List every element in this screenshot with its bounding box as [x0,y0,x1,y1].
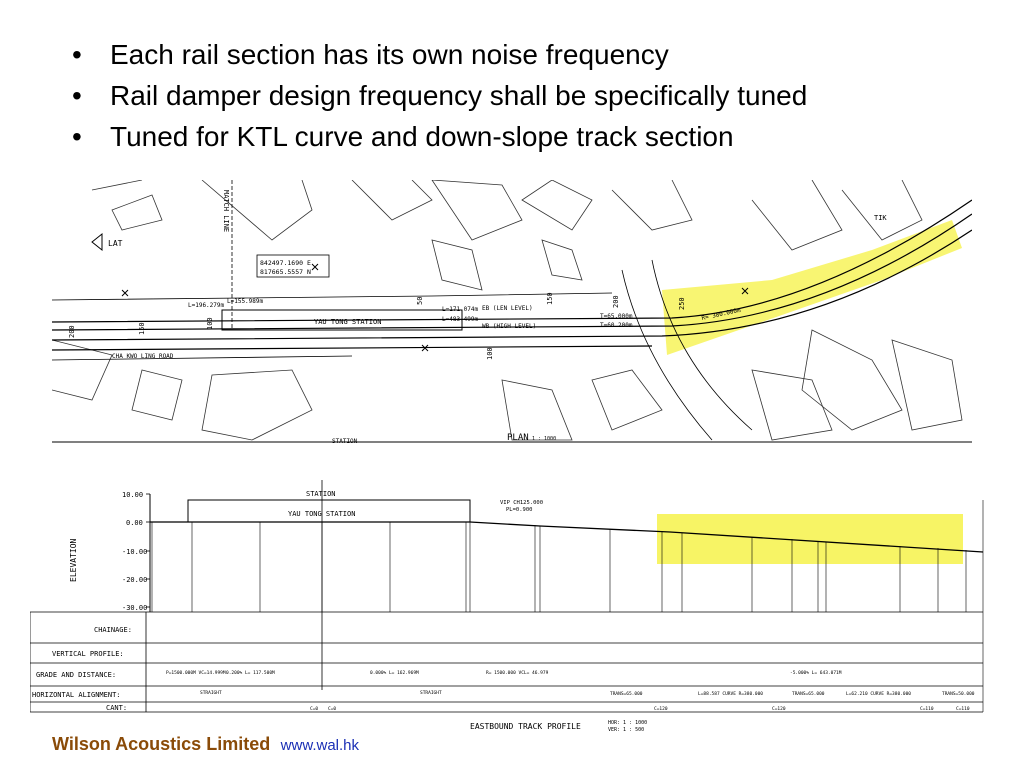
halign-entry: STRAIGHT [200,690,222,696]
halign-entry: STRAIGHT [420,690,442,696]
station-label: STATION [306,490,336,498]
coord-n: 817665.5557 N [260,268,311,276]
chainage-ticks: 200 150 100 50 100 150 200 250 [68,292,686,360]
lat-label: LAT [108,239,123,248]
row-label-horizontal: HORIZONTAL ALIGNMENT: [32,691,121,699]
plan-scale: 1 : 1000 [532,436,556,442]
cant-entry: C=120 [772,706,786,712]
footer: Wilson Acoustics Limited www.wal.hk [52,734,359,755]
tik-label: TIK [874,214,887,222]
l-value-3: L=196.279m [188,302,225,309]
profile-drawing: 10.00 0.00 -10.00 -20.00 -30.00 ELEVATIO… [30,480,984,736]
l-value: L=171.074m [442,306,479,313]
bullet-item: Each rail section has its own noise freq… [72,34,807,75]
company-url[interactable]: www.wal.hk [280,737,360,754]
cant-entry: C=110 [956,706,970,712]
y-tick: 0.00 [126,519,143,527]
station-box [221,309,463,331]
cant-entry: C=110 [920,706,934,712]
cant-entry: C=120 [654,706,668,712]
profile-scale-ver: VER: 1 : 500 [608,727,644,733]
plan-highlight [662,220,962,355]
bullet-item: Tuned for KTL curve and down-slope track… [72,116,807,157]
road-lines [52,259,753,441]
eb-label: EB (LEN LEVEL) [482,305,533,312]
l-value-4: L=155.989m [227,298,264,305]
plan-title: PLAN [507,433,529,443]
cant-entry: C=0 [310,706,318,712]
plan-drawing: YAU TONG STATION MATCH LINE 842497.1690 … [52,180,972,446]
row-label-cant: CANT: [106,704,127,712]
y-tick: -10.00 [122,548,147,556]
building-outlines [52,180,963,441]
grade-entry: -5.000% L= 643.071M [790,670,842,676]
company-name: Wilson Acoustics Limited [52,734,271,754]
vertical-ticks [151,500,984,712]
profile-table [30,611,983,713]
halign-entry: L=62.210 CURVE R=380.000 [846,691,911,697]
halign-entry: TRANS=65.000 [610,691,643,697]
station-box-label: YAU TONG STATION [288,510,355,518]
chainage-tick: 200 [612,295,620,308]
row-label-grade: GRADE AND DISTANCE: [36,671,116,679]
t-value: T=65.000m [600,313,633,320]
y-axis: 10.00 0.00 -10.00 -20.00 -30.00 [122,491,147,612]
y-tick: -20.00 [122,576,147,584]
bullet-list: Each rail section has its own noise freq… [72,34,807,157]
chainage-tick: 250 [678,297,686,310]
vip-label: VIP CH125.000 [500,500,543,506]
chainage-tick: 150 [546,292,554,305]
bullet-item: Rail damper design frequency shall be sp… [72,75,807,116]
halign-entry: TRANS=65.000 [792,691,825,697]
profile-title: EASTBOUND TRACK PROFILE [470,722,581,731]
vip-level: PL=0.900 [506,507,533,513]
survey-crosses [121,263,749,352]
row-label-chainage: CHAINAGE: [94,626,132,634]
grade-entry: 0.000% L= 162.969M [370,670,419,676]
y-axis-label: ELEVATION [69,538,78,582]
cant-entries: C=0 C=0 C=120 C=120 C=110 C=110 [310,706,970,712]
track-lines [52,199,972,351]
chainage-tick: 100 [206,317,214,330]
cant-entry: C=0 [328,706,336,712]
station-label: YAU TONG STATION [314,318,381,326]
coord-e: 842497.1690 E [260,259,311,267]
l-value-2: L=483.499m [442,316,479,323]
wb-label: WB (HIGH LEVEL) [482,323,536,330]
halign-entry: L=88.587 CURVE R=380.000 [698,691,763,697]
y-tick: 10.00 [122,491,143,499]
lat-arrow-icon [91,232,103,252]
t-value-2: T=60.200m [600,322,633,329]
grade-entries: P=1500.000M VC=14.999M 0.200% L= 117.500… [166,670,842,676]
chainage-tick: 50 [416,297,424,305]
match-line-label: MATCH LINE [222,190,230,232]
row-labels: CHAINAGE: VERTICAL PROFILE: GRADE AND DI… [32,626,132,712]
y-tick-marks [146,493,150,608]
halign-entries: STRAIGHT STRAIGHT TRANS=65.000 L=88.587 … [200,690,975,697]
grade-entry: P=1500.000M VC=14.999M [166,670,226,676]
y-tick: -30.00 [122,604,147,612]
row-label-vertical: VERTICAL PROFILE: [52,650,124,658]
grade-entry: R= 1500.000 VCL= 46.979 [486,670,549,676]
halign-entry: TRANS=50.000 [942,691,975,697]
chainage-tick: 100 [486,347,494,360]
profile-scale-hor: HOR: 1 : 1000 [608,720,647,726]
grade-entry: 0.200% L= 117.500M [226,670,275,676]
station-bottom-label: STATION [332,438,358,445]
road-label: CHA KWO LING ROAD [112,353,174,360]
chainage-tick: 200 [68,325,76,338]
profile-highlight [657,514,963,564]
chainage-tick: 150 [138,322,146,335]
